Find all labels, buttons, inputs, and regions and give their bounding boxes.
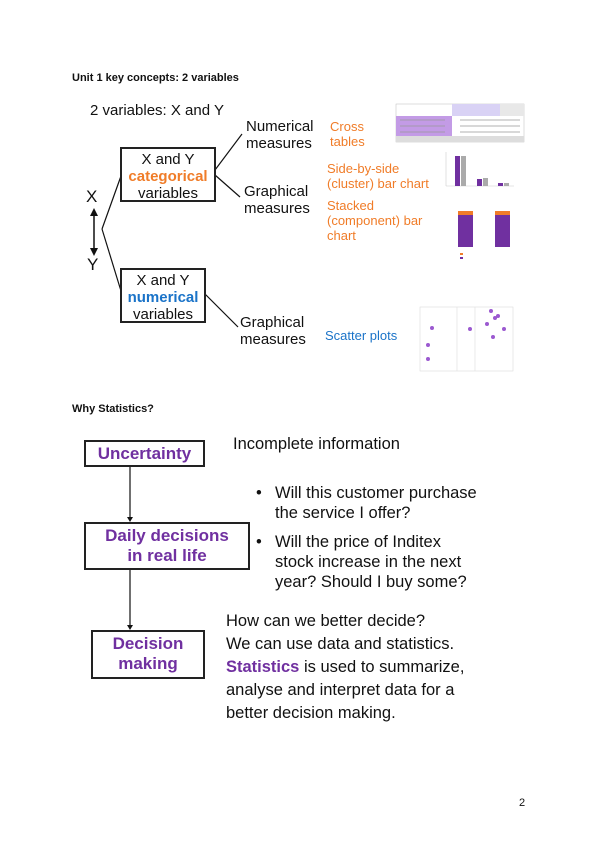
text-line: better decision making. <box>226 704 396 722</box>
text-line: Cross <box>330 119 364 134</box>
text-line: We can use data and statistics. <box>226 635 455 653</box>
text-line: How can we better decide? <box>226 612 426 630</box>
statistics-highlight: Statistics <box>226 658 300 676</box>
flow-box-daily-decisions: Daily decisions in real life <box>84 522 250 570</box>
section-heading: Unit 1 key concepts: 2 variables <box>72 72 239 84</box>
conclusion-paragraph: How can we better decide? We can use dat… <box>226 610 464 725</box>
cross-table-thumbnail <box>395 103 525 143</box>
text-line: measures <box>244 200 310 217</box>
text-line: (component) bar <box>327 213 423 228</box>
text-line: analyse and interpret data for a <box>226 681 455 699</box>
text-line: stock increase in the next <box>275 553 462 571</box>
text-line: Decision <box>112 634 184 653</box>
box-line: variables <box>132 306 194 323</box>
incomplete-information: Incomplete information <box>233 435 400 453</box>
bullet-marker: • <box>256 533 262 551</box>
text-line: Will the price of Inditex <box>275 533 441 551</box>
cross-tables-label: Cross tables <box>330 119 365 149</box>
categorical-label: categorical <box>128 168 208 185</box>
text-line: Graphical <box>244 183 309 200</box>
box-line: X and Y <box>136 272 190 289</box>
text-line: measures <box>246 135 312 152</box>
text-line: the service I offer? <box>275 504 411 522</box>
numerical-box: X and Y numerical variables <box>120 268 206 323</box>
scatter-plots-label: Scatter plots <box>325 328 398 343</box>
categorical-box: X and Y categorical variables <box>120 147 216 202</box>
text-line: (cluster) bar chart <box>327 176 429 191</box>
text-line: year? Should I buy some? <box>275 573 467 591</box>
graphical-measures-categorical: Graphical measures <box>244 183 310 217</box>
flow-box-decision-making: Decision making <box>91 630 205 679</box>
text-line: measures <box>240 331 306 348</box>
subtitle: 2 variables: X and Y <box>90 102 224 119</box>
text-line: tables <box>330 134 365 149</box>
cluster-bar-label: Side-by-side (cluster) bar chart <box>327 161 429 191</box>
text-line: Side-by-side <box>327 161 400 176</box>
text-line: making <box>118 654 178 673</box>
section-heading: Why Statistics? <box>72 403 154 415</box>
numerical-label: numerical <box>127 289 199 306</box>
x-label: X <box>86 187 98 206</box>
y-label: Y <box>87 255 99 274</box>
text-line: Will this customer purchase <box>275 484 477 502</box>
scatter-thumbnail <box>419 306 514 372</box>
bullet-item: Will this customer purchase the service … <box>275 483 477 523</box>
numerical-measures: Numerical measures <box>246 118 314 152</box>
text-line: Numerical <box>246 118 314 135</box>
stacked-bar-thumbnail <box>458 211 510 259</box>
text-span: is used to summarize, <box>299 658 465 676</box>
text-line: Daily decisions <box>105 526 229 545</box>
text-line: Graphical <box>240 314 305 331</box>
graphical-measures-numerical: Graphical measures <box>240 314 306 348</box>
cluster-bar-thumbnail <box>445 152 514 187</box>
text-line: Statistics is used to summarize, <box>226 656 464 679</box>
text-line: Stacked <box>327 198 374 213</box>
stacked-bar-label: Stacked (component) bar chart <box>327 198 422 243</box>
page-number: 2 <box>519 797 526 809</box>
flow-box-uncertainty: Uncertainty <box>84 440 205 467</box>
bullet-item: Will the price of Inditex stock increase… <box>275 532 467 592</box>
text-line: chart <box>327 228 356 243</box>
box-line: X and Y <box>141 151 195 168</box>
bullet-marker: • <box>256 484 262 502</box>
box-line: variables <box>137 185 199 202</box>
text-line: in real life <box>127 546 207 565</box>
